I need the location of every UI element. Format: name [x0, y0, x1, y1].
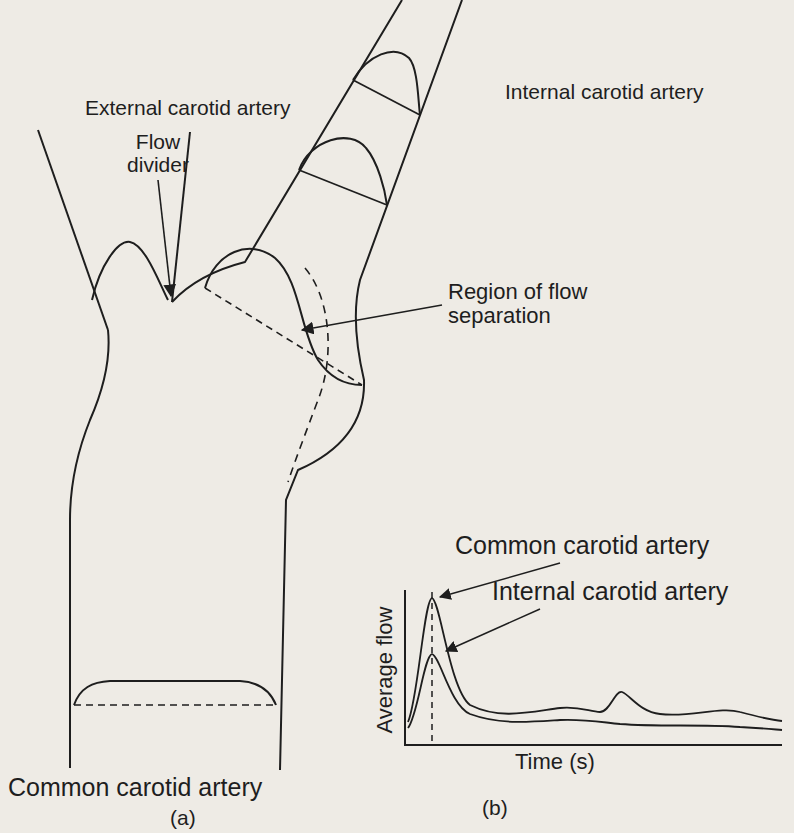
flow-curve	[408, 654, 782, 730]
velocity-profile	[205, 249, 362, 385]
curve-label: Common carotid artery	[455, 532, 709, 560]
velocity-profile	[353, 52, 420, 115]
panel-label: (b)	[482, 796, 508, 819]
peak-marker	[431, 592, 433, 745]
panel-label: (a)	[170, 806, 196, 829]
axis-label: Average flow	[373, 607, 397, 734]
leader-arrow	[302, 305, 442, 330]
profile-baseline	[74, 704, 276, 706]
curve-label: Internal carotid artery	[492, 578, 728, 606]
separation-boundary	[288, 268, 328, 482]
profile-baseline	[299, 170, 387, 205]
plot-axes	[405, 590, 782, 745]
velocity-profile	[74, 681, 276, 705]
vessel-wall	[280, 0, 462, 770]
vessel-label: External carotid artery	[85, 96, 290, 119]
vessel-label: Common carotid artery	[8, 774, 262, 802]
flow-curve	[408, 598, 782, 722]
leader-arrow	[446, 609, 540, 651]
axis-label: Time (s)	[515, 750, 595, 774]
callout-label: Flow divider	[112, 130, 204, 176]
vessel-label: Internal carotid artery	[505, 80, 703, 103]
vessel-wall	[38, 130, 108, 330]
callout-label: Region of flow separation	[448, 280, 653, 328]
profile-baseline	[353, 80, 420, 115]
velocity-profile	[299, 138, 387, 205]
profile-baseline	[205, 288, 362, 385]
leader-arrow	[158, 180, 171, 296]
velocity-profile	[92, 242, 168, 300]
